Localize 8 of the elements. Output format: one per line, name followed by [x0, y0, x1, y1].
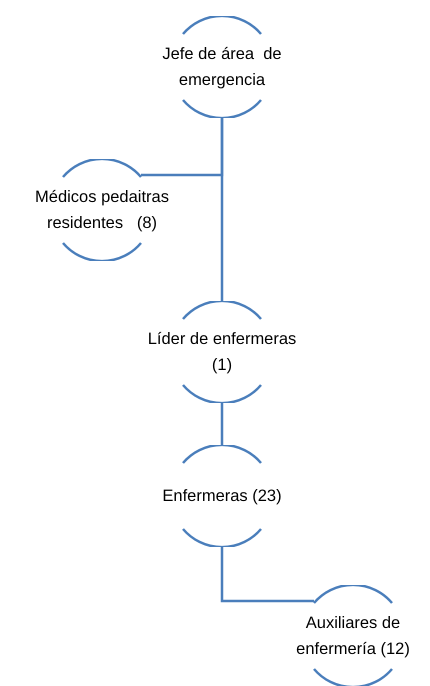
connector-line — [220, 118, 224, 301]
node-label: Líder de enfermeras (1) — [146, 329, 298, 376]
connector-line — [220, 403, 224, 445]
node-label: Auxiliares de enfermería (12) — [295, 613, 411, 660]
node-label: Jefe de área de emergencia — [161, 44, 283, 91]
node-label: Enfermeras (23) — [162, 486, 282, 507]
connector-line — [220, 547, 314, 602]
node-label: Médicos pedaitras residentes (8) — [34, 187, 170, 234]
